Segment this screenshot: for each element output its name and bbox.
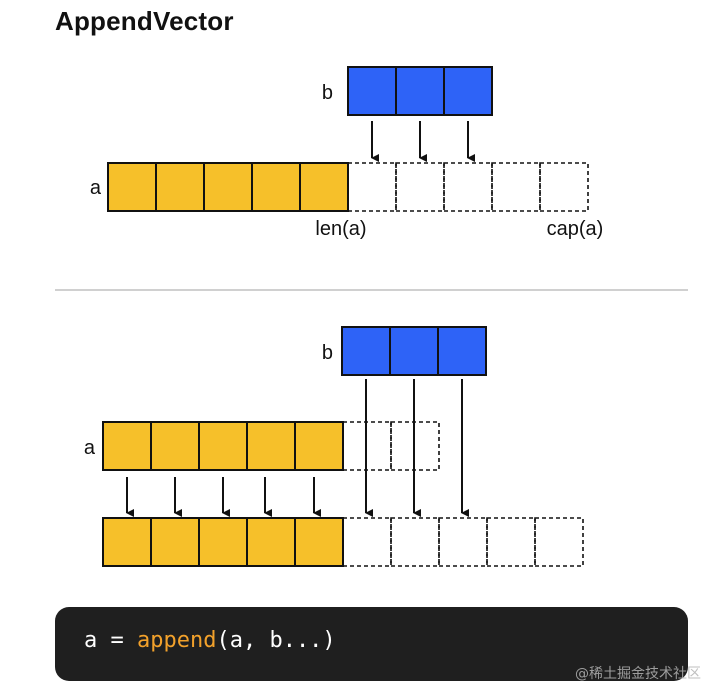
bottom-slice-b — [341, 326, 487, 376]
result-a-cell — [150, 517, 200, 567]
code-function: append — [136, 628, 217, 653]
top-slice-b — [347, 66, 493, 116]
bottom-a-cell — [198, 421, 248, 471]
top-a-capacity-cell — [443, 162, 493, 212]
bottom-label-b: b — [322, 342, 333, 364]
top-a-capacity-cell — [539, 162, 589, 212]
top-a-cell — [107, 162, 157, 212]
top-a-cell — [155, 162, 205, 212]
top-a-capacity-cell — [491, 162, 541, 212]
cap-label: cap(a) — [547, 218, 604, 240]
bottom-slice-a — [102, 421, 440, 471]
top-copy-arrows — [371, 121, 475, 162]
top-b-cell — [443, 66, 493, 116]
bottom-a-cell — [246, 421, 296, 471]
result-a-cell — [246, 517, 296, 567]
code-block: a = append(a, b...) — [55, 607, 688, 681]
bottom-a-cell — [294, 421, 344, 471]
result-capacity-cell — [342, 517, 392, 567]
result-a-cell — [198, 517, 248, 567]
top-b-cell — [395, 66, 445, 116]
code-args: (a, b...) — [216, 628, 336, 653]
watermark: @稀土掘金技术社区 — [575, 666, 701, 682]
bottom-b-cell — [341, 326, 391, 376]
diagram-title: AppendVector — [55, 6, 234, 36]
result-capacity-cell — [438, 517, 488, 567]
code-prefix: a = — [84, 628, 137, 653]
top-label-a: a — [90, 177, 102, 199]
top-b-cell — [347, 66, 397, 116]
top-a-cell — [251, 162, 301, 212]
result-a-cell — [102, 517, 152, 567]
top-label-b: b — [322, 82, 333, 104]
code-line: a = append(a, b...) — [84, 628, 336, 653]
result-capacity-cell — [534, 517, 584, 567]
bottom-b-cell — [437, 326, 487, 376]
len-label: len(a) — [315, 218, 366, 240]
bottom-copy-arrows — [126, 379, 469, 517]
top-a-capacity-cell — [395, 162, 445, 212]
bottom-result-slice — [102, 517, 584, 567]
bottom-b-cell — [389, 326, 439, 376]
result-capacity-cell — [390, 517, 440, 567]
top-a-cell — [203, 162, 253, 212]
top-slice-a — [107, 162, 589, 212]
result-a-cell — [294, 517, 344, 567]
bottom-a-cell — [150, 421, 200, 471]
bottom-label-a: a — [84, 437, 96, 459]
bottom-a-cell — [102, 421, 152, 471]
result-capacity-cell — [486, 517, 536, 567]
top-a-cell — [299, 162, 349, 212]
top-a-capacity-cell — [347, 162, 397, 212]
